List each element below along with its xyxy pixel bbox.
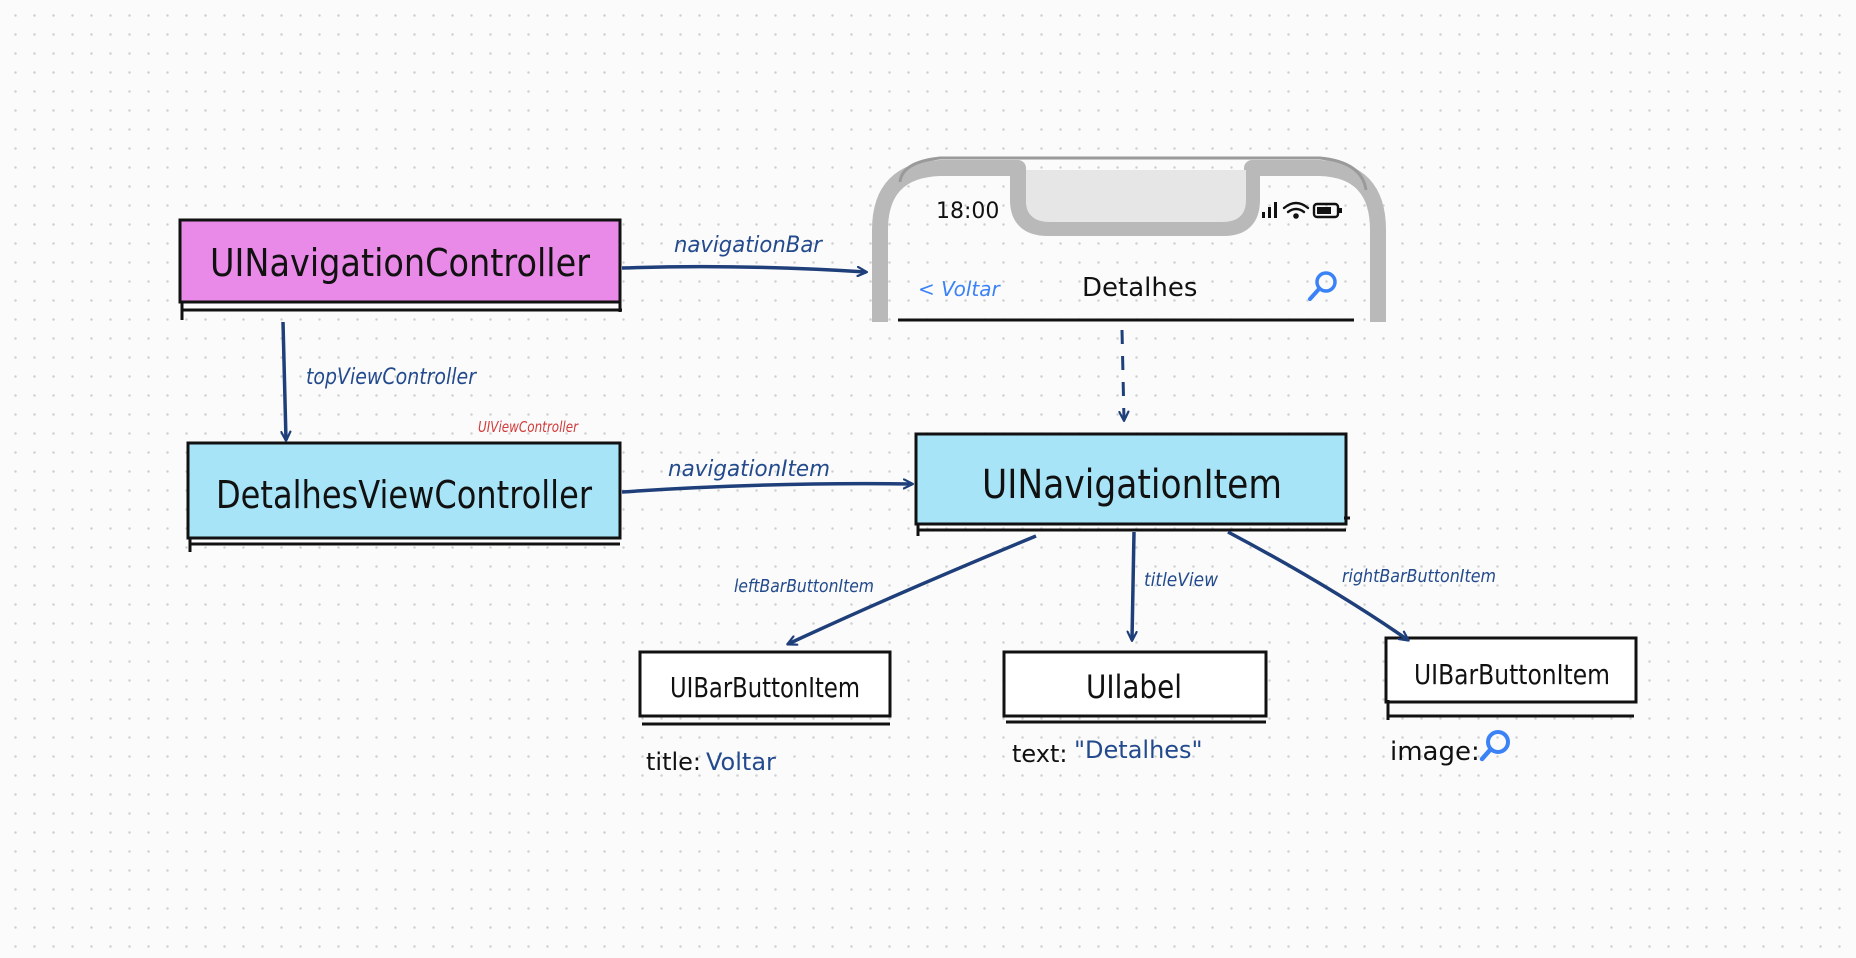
arrow-top-view-controller-label: topViewController (306, 365, 478, 390)
navigation-item-box: UINavigationItem (914, 432, 1350, 536)
superclass-note: UIViewController (478, 418, 579, 436)
arrow-left-bar-button-item: leftBarButtonItem (734, 534, 1037, 644)
phone-notch-shade (1026, 170, 1246, 222)
arrow-navigation-bar: navigationBar (621, 233, 866, 272)
phone-top-bezel (898, 156, 1368, 191)
right-bar-button-item-prop-key: image: (1390, 737, 1480, 767)
phone-time: 18:00 (936, 199, 999, 224)
signal-icon (1262, 202, 1277, 218)
title-label-prop-key: text: (1012, 740, 1067, 768)
arrow-navigation-item: navigationItem (621, 457, 912, 494)
detalhes-view-controller-box: DetalhesViewController UIViewController (186, 418, 622, 552)
left-bar-button-item-label: UIBarButtonItem (670, 671, 860, 704)
arrow-navigation-item-label: navigationItem (668, 457, 830, 482)
arrow-left-bar-button-item-label: leftBarButtonItem (734, 576, 874, 597)
arrow-navigation-bar-label: navigationBar (674, 233, 824, 258)
detalhes-view-controller-label: DetalhesViewController (216, 473, 592, 517)
left-bar-button-item-prop-key: title: (646, 748, 701, 776)
phone-back-button[interactable]: < Voltar (918, 277, 1002, 301)
phone-search-icon[interactable] (1308, 271, 1337, 301)
search-icon (1479, 730, 1510, 762)
phone-nav-title: Detalhes (1082, 273, 1197, 303)
arrow-title-view: titleView (1132, 531, 1218, 640)
navigation-controller-box: UINavigationController (178, 218, 622, 320)
title-label-prop-value: "Detalhes" (1074, 736, 1203, 764)
left-bar-button-item-prop-value: Voltar (706, 748, 776, 776)
right-bar-button-item-label: UIBarButtonItem (1414, 658, 1610, 691)
left-bar-button-item-box: UIBarButtonItem title: Voltar (638, 650, 892, 776)
title-label-box: UIlabel text: "Detalhes" (1002, 650, 1268, 768)
arrow-top-view-controller: topViewController (283, 321, 478, 440)
wifi-icon (1282, 201, 1310, 219)
arrow-title-view-label: titleView (1144, 569, 1218, 591)
arrow-navigation-bar-to-item (1122, 329, 1124, 420)
arrow-right-bar-button-item: rightBarButtonItem (1227, 530, 1496, 640)
right-bar-button-item-box: UIBarButtonItem image: (1384, 636, 1638, 767)
phone-mockup: 18:00 < Voltar Detalhes (872, 156, 1386, 322)
navigation-controller-label: UINavigationController (210, 241, 590, 285)
phone-frame (872, 160, 1386, 322)
navigation-item-label: UINavigationItem (982, 462, 1282, 508)
arrow-right-bar-button-item-label: rightBarButtonItem (1342, 566, 1496, 587)
title-label-box-label: UIlabel (1086, 668, 1182, 706)
battery-icon (1312, 202, 1342, 219)
